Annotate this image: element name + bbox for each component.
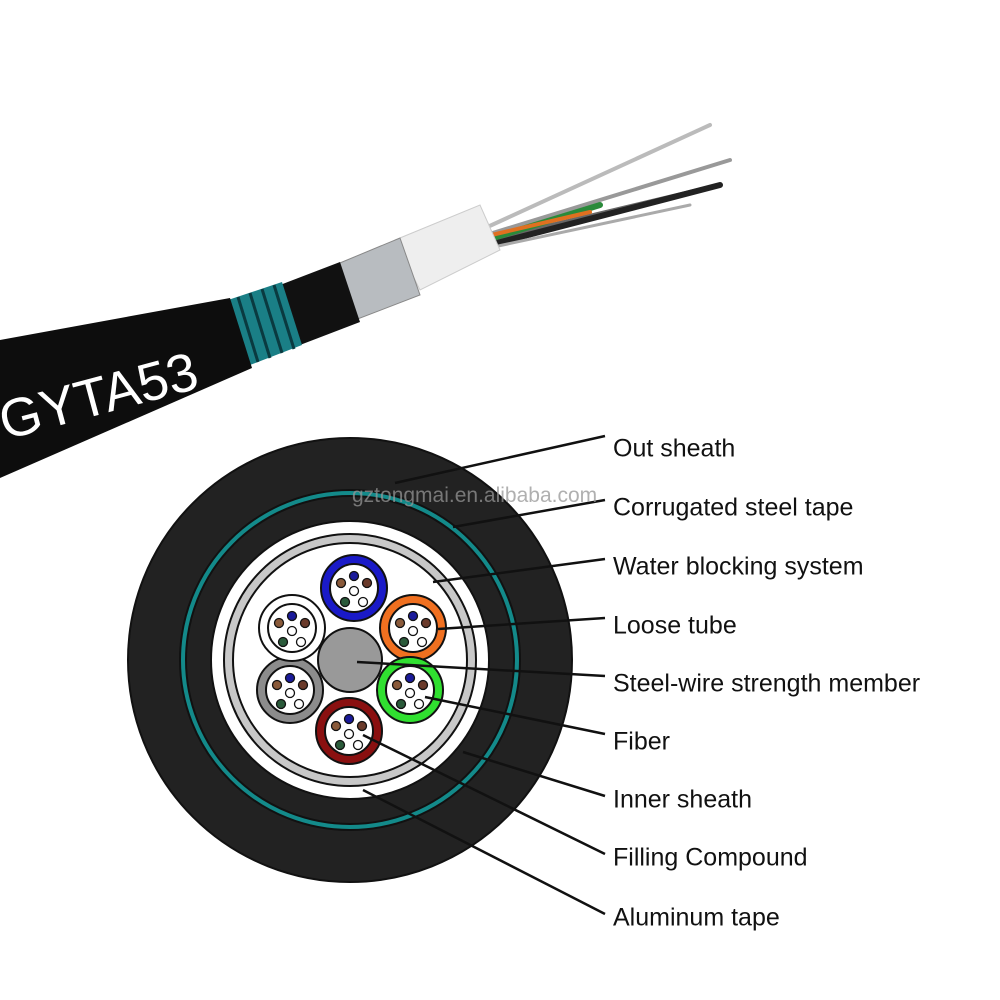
fiber — [330, 720, 342, 732]
leader-line — [432, 557, 606, 584]
leader-line — [462, 750, 606, 798]
fiber — [404, 672, 416, 684]
cross-section — [127, 437, 573, 883]
fiber — [286, 610, 298, 622]
strength-member — [317, 627, 383, 693]
component-label: Out sheath — [613, 434, 736, 463]
loose-tube — [376, 656, 444, 724]
fiber — [295, 636, 307, 648]
leader-line — [362, 788, 606, 916]
fiber — [391, 679, 403, 691]
fiber — [348, 585, 360, 597]
fiber — [348, 570, 360, 582]
corrugated-steel-tape — [228, 282, 302, 365]
fiber — [339, 596, 351, 608]
leader-line — [437, 616, 606, 631]
fiber — [398, 636, 410, 648]
fiber — [293, 698, 305, 710]
fiber — [297, 679, 309, 691]
fiber — [417, 679, 429, 691]
fiber — [394, 617, 406, 629]
fiber — [343, 728, 355, 740]
leader-line — [424, 695, 606, 736]
fiber — [284, 672, 296, 684]
fiber — [404, 687, 416, 699]
fiber — [407, 610, 419, 622]
cable-photo: GYTA53 — [0, 123, 732, 478]
fiber — [335, 577, 347, 589]
component-label: Water blocking system — [613, 552, 864, 581]
outer-sheath — [0, 298, 252, 478]
loose-tube — [379, 594, 447, 662]
watermark: gztongmai.en.alibaba.com — [352, 484, 598, 507]
fiber — [273, 617, 285, 629]
fiber — [334, 739, 346, 751]
leader-line — [452, 498, 606, 529]
loose-tube — [256, 656, 324, 724]
inner-sheath — [280, 262, 360, 345]
loose-tube — [258, 594, 326, 662]
fiber — [284, 687, 296, 699]
fiber — [413, 698, 425, 710]
fiber — [356, 720, 368, 732]
fiber — [286, 625, 298, 637]
fiber — [352, 739, 364, 751]
fiber — [361, 577, 373, 589]
component-label: Steel-wire strength member — [613, 669, 921, 698]
loose-tube — [315, 697, 383, 765]
component-label: Fiber — [613, 727, 670, 756]
fiber — [407, 625, 419, 637]
component-label: Inner sheath — [613, 785, 752, 814]
fiber — [275, 698, 287, 710]
component-label: Loose tube — [613, 611, 737, 640]
loose-tubes — [256, 554, 447, 765]
component-label: Filling Compound — [613, 843, 808, 872]
corrugation-ridges — [236, 284, 296, 363]
fiber — [277, 636, 289, 648]
fiber — [343, 713, 355, 725]
fiber — [416, 636, 428, 648]
leader-lines — [356, 434, 606, 916]
leader-line — [394, 434, 606, 485]
loose-tube — [320, 554, 388, 622]
fiber-strands — [467, 123, 732, 254]
fiber — [420, 617, 432, 629]
leader-line — [362, 733, 606, 856]
leader-line — [356, 660, 606, 678]
fiber — [395, 698, 407, 710]
fiber — [357, 596, 369, 608]
component-label: Corrugated steel tape — [613, 493, 854, 522]
fiber — [271, 679, 283, 691]
fiber — [299, 617, 311, 629]
component-label: Aluminum tape — [613, 903, 780, 932]
